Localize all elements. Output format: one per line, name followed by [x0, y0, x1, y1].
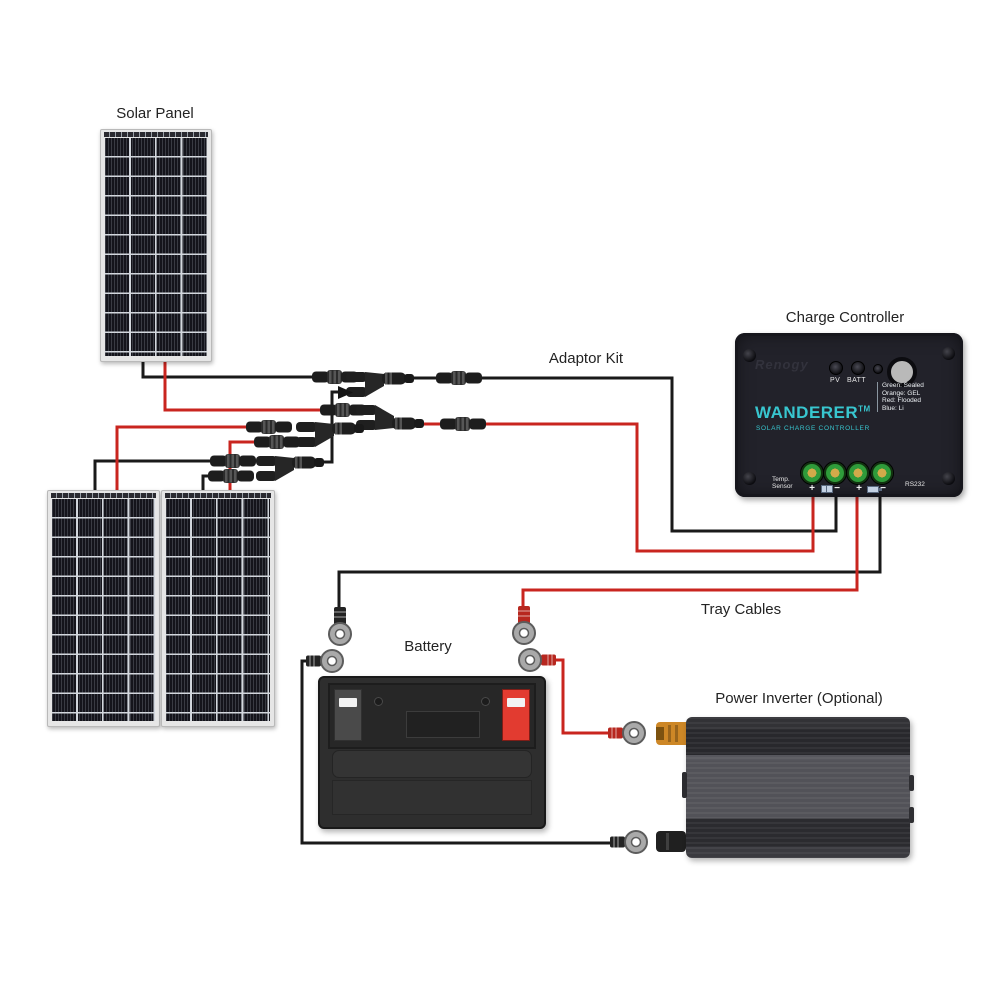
ring-lug-battery-positive-2 [518, 648, 557, 672]
wire-inverter-negative [300, 659, 616, 845]
inverter-negative-terminal [656, 831, 686, 852]
terminal-stripe [507, 698, 525, 707]
ring-lug-battery-negative [328, 606, 352, 646]
rs232-label: RS232 [905, 481, 925, 488]
battery-top-face [328, 683, 536, 749]
legend-line: Blue: Li [882, 404, 904, 412]
pv-minus-sign: − [834, 483, 840, 494]
renogy-logo: Renogy [755, 357, 809, 372]
temp-label-line2: Sensor [772, 483, 793, 490]
adaptor-kit-label: Adaptor Kit [548, 350, 624, 367]
inverter-side-tab [909, 775, 914, 791]
batt-led-icon [851, 361, 865, 375]
arrow-joint [338, 386, 353, 399]
power-inverter-label: Power Inverter (Optional) [715, 690, 883, 707]
batt-plus-sign: + [856, 483, 862, 494]
panel-cells [105, 138, 207, 356]
wire-left-panel-positive [115, 425, 250, 494]
charge-controller-label: Charge Controller [785, 309, 905, 326]
mode-led-icon [873, 364, 883, 374]
wire-pv-positive [420, 422, 815, 553]
terminal-pv-plus[interactable] [801, 462, 823, 484]
ring-lug-battery-negative-2 [305, 649, 344, 673]
y-branch-negative-lower [256, 456, 324, 481]
screw-icon [374, 697, 383, 706]
panel-junction-strip [165, 493, 271, 498]
screw-icon [481, 697, 490, 706]
solar-panel-label: Solar Panel [116, 105, 194, 122]
wire-pv-negative [408, 376, 838, 533]
pv-array-icon [821, 485, 833, 493]
legend-line: Green: Sealed [882, 382, 924, 389]
inverter-positive-terminal-band [656, 727, 664, 740]
battery-mode-legend: Green: Sealed Orange: GEL Red: Flooded B… [877, 382, 924, 412]
inverter-positive-terminal [656, 722, 690, 745]
trademark: TM [858, 404, 871, 414]
terminal-batt-minus[interactable] [871, 462, 893, 484]
batt-minus-sign: − [880, 483, 886, 494]
battery-icon [867, 486, 882, 493]
solar-panel-lower-left [47, 490, 160, 727]
charge-controller: Renogy PV BATT Green: Sealed Orange: GEL… [735, 333, 963, 497]
battery-label: Battery [404, 638, 452, 655]
pv-plus-sign: + [809, 483, 815, 494]
legend-line: Orange: GEL [882, 389, 921, 397]
controller-subtitle: SOLAR CHARGE CONTROLLER [756, 425, 870, 432]
battery [318, 676, 546, 829]
y-branch-positive-lower [296, 422, 364, 447]
terminal-pv-minus[interactable] [824, 462, 846, 484]
mc4-connector [440, 417, 486, 431]
model-name: WANDERER [755, 403, 859, 422]
wire-tray-positive [521, 496, 859, 612]
wire-top-panel-negative [141, 358, 316, 379]
screw-icon [942, 347, 955, 360]
panel-cells [166, 499, 270, 721]
legend-line: Red: Flooded [882, 397, 922, 404]
adaptor-kit-connectors [208, 370, 486, 483]
solar-panel-top [100, 129, 212, 362]
wire-inverter-positive [550, 658, 612, 735]
screw-icon [743, 472, 756, 485]
terminal-batt-plus[interactable] [847, 462, 869, 484]
mc4-connector [246, 420, 292, 434]
temp-label-line1: Temp. [772, 476, 790, 483]
screw-icon [743, 349, 756, 362]
pv-led-icon [829, 361, 843, 375]
inverter-cooling-fins [686, 717, 910, 858]
inverter-terminals [656, 722, 690, 852]
panel-junction-strip [51, 493, 156, 498]
ring-lug-battery-positive [512, 605, 536, 645]
tray-cables-label: Tray Cables [700, 601, 782, 618]
solar-panel-lower-right [161, 490, 275, 727]
temp-sensor-label: Temp. Sensor [772, 476, 793, 490]
panel-cells [52, 499, 155, 721]
battery-negative-terminal [334, 689, 362, 741]
wire-left-panel-negative [93, 459, 214, 494]
mc4-connector [210, 454, 256, 468]
pv-led-label: PV [830, 377, 841, 384]
terminal-stripe [339, 698, 357, 707]
screw-icon [942, 472, 955, 485]
panel-junction-strip [104, 132, 208, 137]
power-inverter [682, 717, 914, 858]
mc4-connector [208, 469, 254, 483]
wire-top-panel-positive [163, 358, 324, 412]
mc4-connector [436, 371, 482, 385]
y-branch-positive-top [356, 405, 424, 430]
battery-positive-terminal [502, 689, 530, 741]
inverter-side-bump [682, 772, 687, 798]
inverter-side-tab [909, 807, 914, 823]
battery-handle [332, 750, 532, 778]
wanderer-wordmark: WANDERERTM [755, 403, 871, 423]
battery-lower-face [332, 780, 532, 815]
ring-lug-inverter-positive [607, 721, 646, 745]
mode-button[interactable] [887, 357, 917, 387]
mc4-connector [254, 435, 300, 449]
ring-lug-inverter-negative [609, 830, 648, 854]
batt-led-label: BATT [847, 377, 866, 384]
y-branch-negative-top [346, 372, 414, 397]
battery-label-recess [406, 711, 480, 738]
wire-tray-negative [337, 496, 882, 612]
